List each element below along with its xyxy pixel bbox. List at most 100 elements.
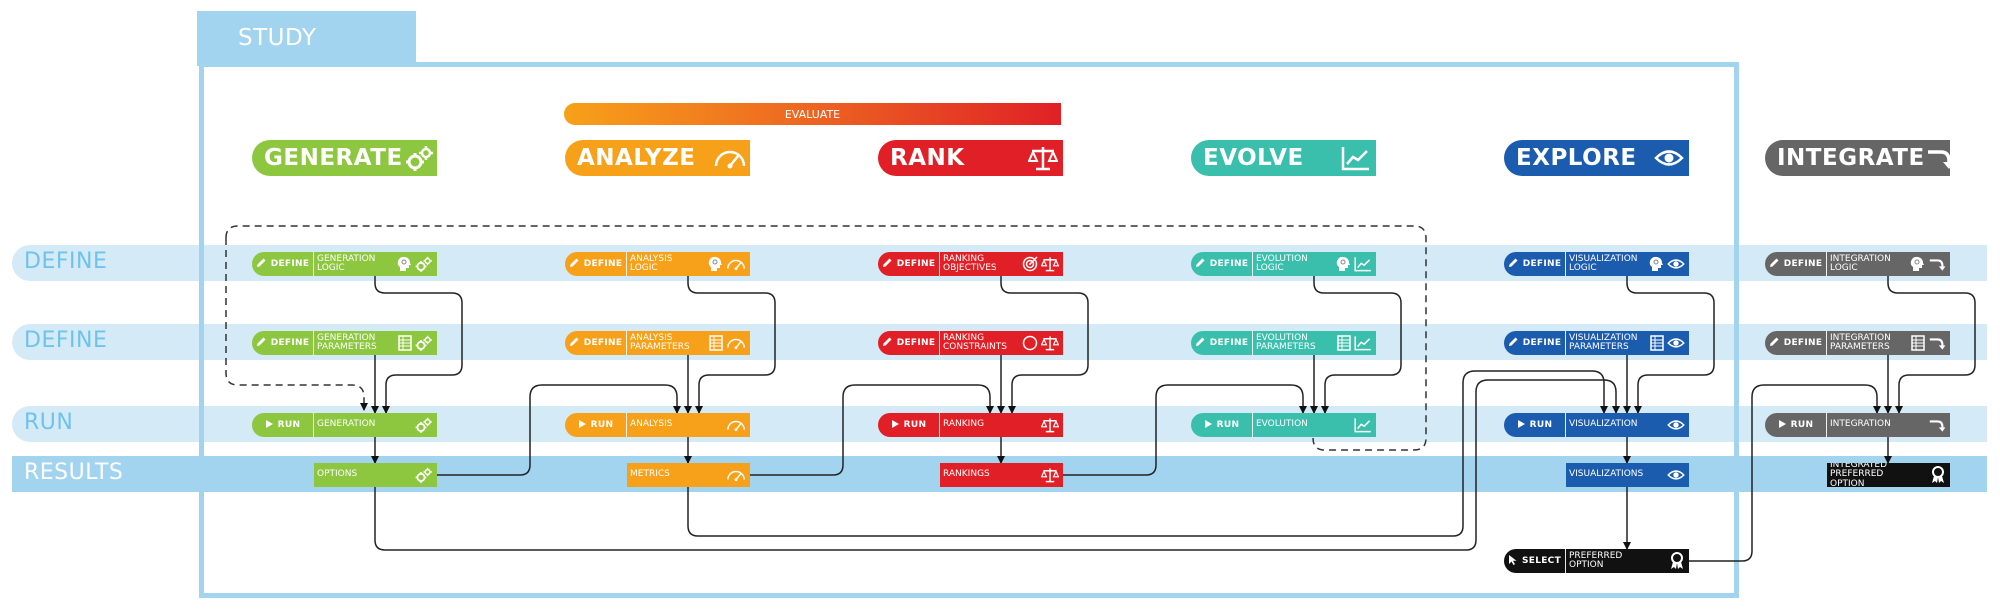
box-label: RANKINGS xyxy=(940,470,1023,480)
eye-icon xyxy=(1667,258,1685,270)
define-tag: DEFINE xyxy=(1765,252,1827,276)
box-label: ANALYSIS xyxy=(627,420,710,430)
box-label-line1: PREFERRED xyxy=(1569,550,1623,561)
tag-text: RUN xyxy=(1529,420,1553,430)
pencil-icon xyxy=(569,257,580,271)
trend-chart-icon xyxy=(1354,417,1372,433)
box-label-line1: EVOLUTION xyxy=(1256,253,1308,264)
connector-wire xyxy=(1000,276,1089,414)
scale-icon xyxy=(1041,467,1059,483)
box-label: VISUALIZATION xyxy=(1566,420,1649,430)
grid-doc-icon xyxy=(1337,335,1351,351)
box-label-line1: METRICS xyxy=(630,469,670,480)
box-label-line1: INTEGRATION xyxy=(1830,332,1891,343)
gauge-icon xyxy=(726,336,746,350)
connector-wire xyxy=(1689,384,1881,562)
generate-loop-dashed xyxy=(225,238,368,411)
box-label: EVOLUTION xyxy=(1253,420,1336,430)
box-label-line2: CONSTRAINTS xyxy=(943,342,1007,352)
pencil-icon xyxy=(1195,336,1206,350)
pencil-icon xyxy=(256,336,267,350)
box-icons xyxy=(1649,413,1689,437)
circle-icon xyxy=(1022,335,1038,351)
pencil-icon xyxy=(1769,336,1780,350)
result-rankings: RANKINGS xyxy=(940,463,1063,487)
run-tag: RUN xyxy=(565,413,627,437)
play-icon xyxy=(891,419,900,432)
define-tag: DEFINE xyxy=(252,331,314,355)
box-label-line1: ANALYSIS xyxy=(630,253,673,264)
box-icons xyxy=(709,331,750,355)
box-icons xyxy=(1022,331,1063,355)
result-options: OPTIONS xyxy=(314,463,437,487)
box-icons xyxy=(1336,413,1376,437)
box-label-line1: INTEGRATION xyxy=(1830,419,1891,430)
pencil-icon xyxy=(1508,336,1519,350)
row-label-run: RUN xyxy=(24,410,74,435)
connector-wire xyxy=(687,370,1608,537)
box-icons xyxy=(1023,463,1063,487)
curved-arrow-icon xyxy=(1928,256,1946,272)
box-label-line1: OPTIONS xyxy=(317,469,358,480)
box-label-line1: GENERATION xyxy=(317,419,376,430)
define-tag: DEFINE xyxy=(878,331,940,355)
tag-text: DEFINE xyxy=(1783,338,1823,348)
eye-icon xyxy=(1667,419,1685,431)
evaluate-bar: EVALUATE xyxy=(564,103,1061,125)
result-metrics: METRICS xyxy=(627,463,750,487)
box-icons xyxy=(1649,549,1689,573)
box-label-line1: INTEGRATED xyxy=(1830,463,1888,470)
box-icons xyxy=(710,413,750,437)
play-icon xyxy=(1204,419,1213,432)
box-icons xyxy=(397,331,437,355)
gears-icon xyxy=(415,417,433,433)
box-label-line1: GENERATION xyxy=(317,253,376,264)
gauge-icon xyxy=(726,257,746,271)
gears-icon xyxy=(415,335,433,351)
tag-text: DEFINE xyxy=(583,259,623,269)
box-icons xyxy=(710,463,750,487)
define-tag: DEFINE xyxy=(1191,252,1253,276)
phase-label: INTEGRATE xyxy=(1777,145,1925,171)
box-label-line2: LOGIC xyxy=(1256,263,1284,273)
evaluate-loop-dashed xyxy=(225,225,1427,451)
award-ribbon-icon xyxy=(1930,466,1946,484)
tag-text: DEFINE xyxy=(1209,338,1249,348)
box-icons xyxy=(1336,331,1376,355)
phase-label: GENERATE xyxy=(264,145,403,171)
result-visualizations: VISUALIZATIONS xyxy=(1566,463,1689,487)
connector-wire xyxy=(687,276,776,414)
play-icon xyxy=(578,419,587,432)
tag-text: RUN xyxy=(1790,420,1814,430)
box-icons xyxy=(1649,252,1689,276)
tag-text: RUN xyxy=(590,420,614,430)
box-label-line1: RANKING xyxy=(943,332,985,343)
box-icons xyxy=(1336,252,1376,276)
phase-explore: EXPLORE xyxy=(1504,140,1689,176)
box-icons xyxy=(1023,413,1063,437)
run-integrate: RUN INTEGRATION xyxy=(1765,413,1950,437)
define-tag: DEFINE xyxy=(565,252,627,276)
study-frame xyxy=(199,62,1739,598)
box-label: GENERATION xyxy=(314,420,397,430)
tag-text: DEFINE xyxy=(1522,338,1562,348)
pencil-icon xyxy=(882,336,893,350)
